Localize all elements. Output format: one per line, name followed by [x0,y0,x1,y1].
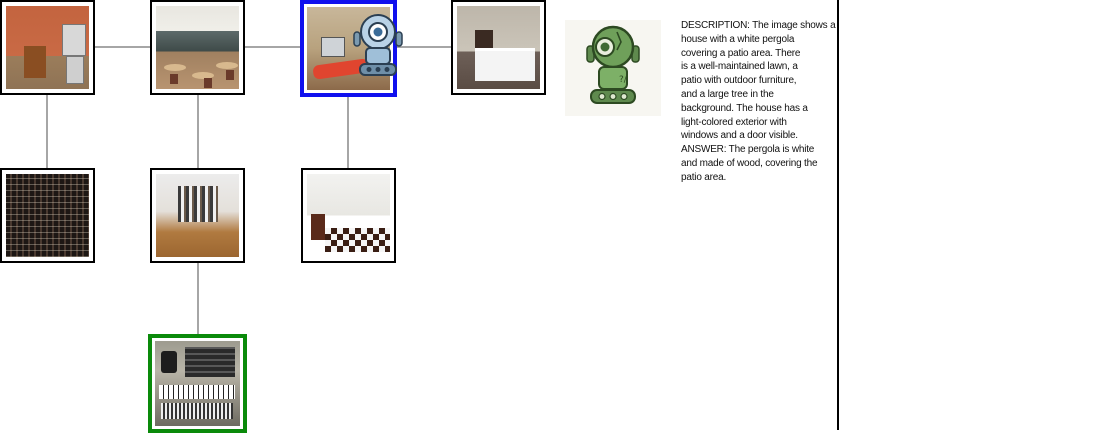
svg-text:?/: ?/ [619,75,628,85]
graph-node-synth-goal[interactable] [148,334,247,433]
room-image-wine-cellar [6,174,89,257]
room-image-attic [307,174,390,257]
panel-divider [837,0,839,430]
graph-node-bedroom[interactable] [451,0,546,95]
room-image-bedroom [457,6,540,89]
graph-node-closet[interactable] [150,168,245,263]
robot-icon: ?/ [586,25,640,104]
room-image-office [6,6,89,89]
room-image-closet [156,174,239,257]
robot-icon [353,14,403,76]
room-image-synth [155,341,240,426]
agent-avatar-panel: ?/ [565,20,661,116]
agent-robot-icon [350,12,406,78]
description-answer-text: DESCRIPTION: The image shows a house wit… [681,20,836,183]
graph-node-office[interactable] [0,0,95,95]
graph-node-attic[interactable] [301,168,396,263]
graph-node-wine-cellar[interactable] [0,168,95,263]
room-image-cafe [156,6,239,89]
graph-node-cafe[interactable] [150,0,245,95]
